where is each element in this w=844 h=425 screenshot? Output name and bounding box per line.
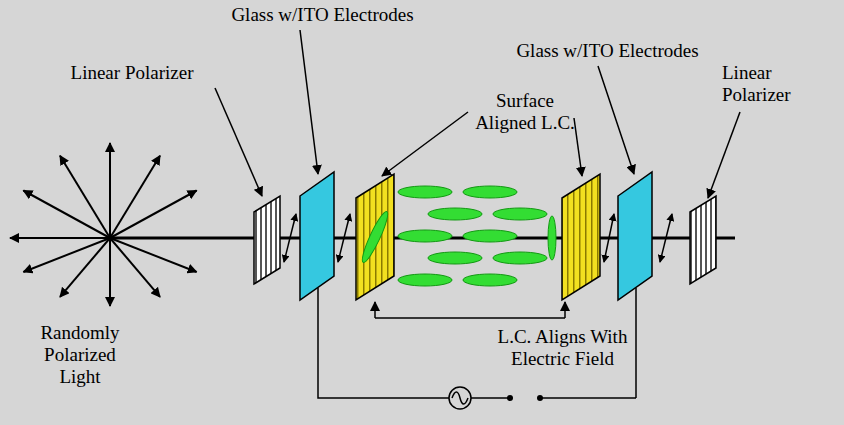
light-ray — [110, 191, 197, 239]
light-ray — [109, 143, 111, 238]
lc-molecule — [493, 208, 547, 220]
leader-lines — [215, 30, 740, 318]
part-label: Linear Polarizer — [42, 62, 222, 84]
polarization-arrows — [284, 214, 672, 262]
lc-molecule — [359, 210, 392, 265]
ito-glass-plate — [618, 172, 652, 300]
alignment-layer — [356, 174, 394, 300]
switch-contact — [537, 395, 543, 401]
light-ray — [109, 238, 111, 306]
lc-molecule — [463, 186, 517, 198]
linear-polarizer — [690, 196, 716, 284]
part-label: Glass w/ITO Electrodes — [215, 4, 430, 26]
lc-molecule — [548, 216, 556, 260]
light-ray — [60, 156, 110, 238]
part-label: Surface Aligned L.C. — [466, 90, 584, 134]
linear-polarizer — [254, 196, 280, 284]
light-ray — [23, 191, 110, 239]
light-ray — [10, 237, 110, 239]
lc-molecule — [428, 208, 482, 220]
lc-molecule — [428, 252, 482, 264]
light-ray — [23, 238, 110, 272]
light-label: Randomly Polarized Light — [30, 322, 130, 388]
random-polarization-rays — [10, 143, 197, 306]
switch-contact — [507, 395, 513, 401]
lc-molecule — [463, 230, 517, 242]
light-ray — [110, 238, 160, 297]
lc-molecule — [463, 274, 517, 286]
lc-molecule — [398, 230, 452, 242]
caption-label: L.C. Aligns With Electric Field — [470, 326, 655, 370]
lc-molecule — [398, 186, 452, 198]
part-label: Glass w/ITO Electrodes — [500, 40, 715, 62]
ito-glass-plate — [300, 172, 334, 300]
part-label: Linear Polarizer — [722, 62, 838, 106]
lc-molecule — [398, 274, 452, 286]
lc-molecule — [493, 252, 547, 264]
light-ray — [110, 156, 160, 238]
light-ray — [110, 238, 197, 272]
alignment-layer — [562, 174, 600, 300]
lc-molecules — [398, 186, 547, 286]
